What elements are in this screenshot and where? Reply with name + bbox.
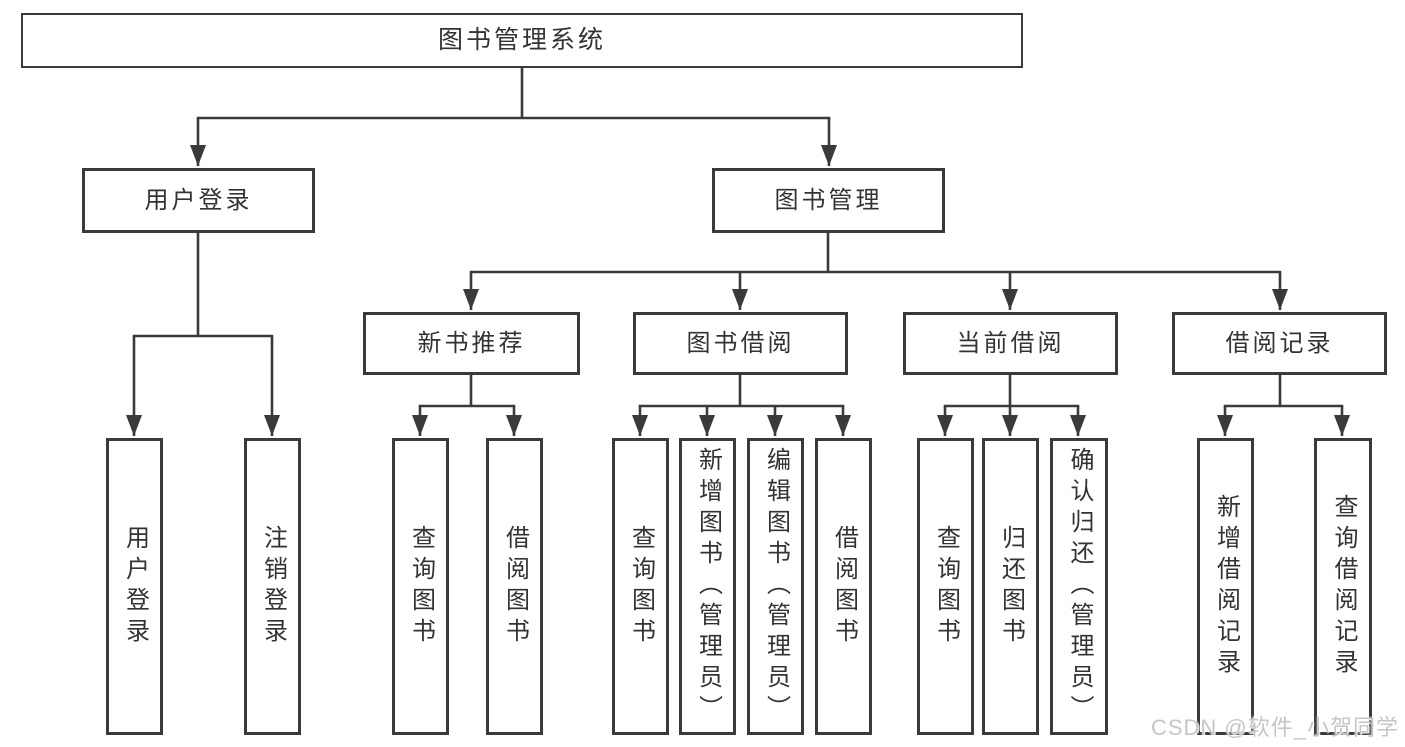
node-book-management: 图书管理 (712, 168, 945, 233)
node-query-books-current: 查询图书 (917, 438, 974, 735)
connector-root-to-level2 (190, 67, 837, 166)
node-book-borrow: 图书借阅 (633, 312, 848, 375)
node-edit-book-admin: 编辑图书（管理员） (747, 438, 804, 735)
node-borrow-records: 借阅记录 (1172, 312, 1387, 375)
node-return-books: 归还图书 (982, 438, 1039, 735)
connector-new-book-children (412, 375, 522, 436)
node-query-books-recommend: 查询图书 (392, 438, 449, 735)
node-current-borrow: 当前借阅 (903, 312, 1118, 375)
node-borrow-books-leaf: 借阅图书 (815, 438, 872, 735)
connector-current-borrow-children (937, 375, 1086, 436)
connector-book-management-children (463, 233, 1288, 310)
node-confirm-return-admin: 确认归还（管理员） (1050, 438, 1108, 735)
node-user-login: 用户登录 (82, 168, 315, 233)
node-add-book-admin: 新增图书（管理员） (679, 438, 736, 735)
node-logout-leaf: 注销登录 (244, 438, 301, 735)
node-query-borrow-record: 查询借阅记录 (1314, 438, 1372, 735)
node-new-book-recommend: 新书推荐 (363, 312, 580, 375)
node-root: 图书管理系统 (21, 13, 1023, 68)
connector-borrow-record-children (1217, 375, 1350, 436)
node-borrow-books-recommend: 借阅图书 (486, 438, 543, 735)
node-user-login-leaf: 用户登录 (106, 438, 163, 735)
connector-user-login-children (126, 233, 280, 436)
node-add-borrow-record: 新增借阅记录 (1197, 438, 1254, 735)
node-query-books-borrow: 查询图书 (612, 438, 669, 735)
connector-book-borrow-children (632, 375, 851, 436)
